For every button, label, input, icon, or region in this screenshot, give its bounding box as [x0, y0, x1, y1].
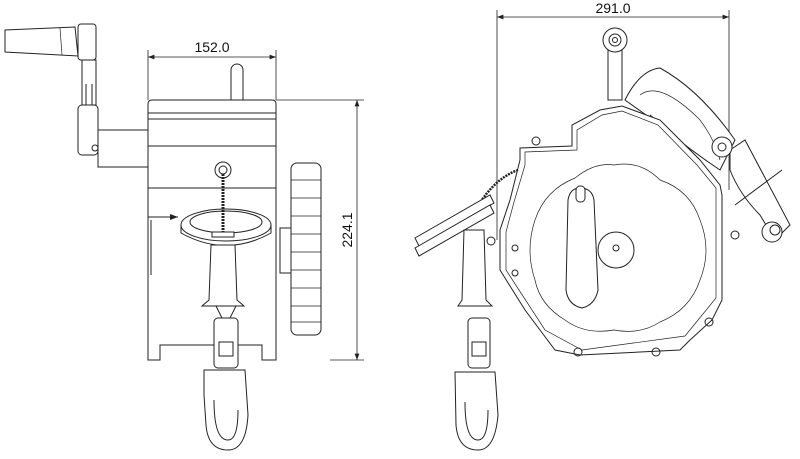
- dimension-front-width: 291.0: [496, 0, 730, 240]
- housing-body: [147, 63, 277, 361]
- dimension-side-width: 152.0: [147, 39, 277, 100]
- side-view: 152.0 224.1: [4, 23, 364, 451]
- drum: [529, 163, 707, 332]
- cable-assembly: [180, 161, 272, 451]
- dimension-label-152: 152.0: [194, 39, 229, 55]
- rewind-knob: [279, 162, 322, 336]
- cable-assembly-front: [414, 168, 519, 451]
- anchor-arm: [711, 136, 791, 243]
- dimension-label-291: 291.0: [595, 0, 630, 16]
- dimension-side-height: 224.1: [276, 99, 364, 361]
- front-view: 291.0: [414, 0, 791, 451]
- dimension-label-224: 224.1: [339, 212, 355, 247]
- housing-front: [486, 105, 740, 357]
- crank-handle: [4, 23, 149, 168]
